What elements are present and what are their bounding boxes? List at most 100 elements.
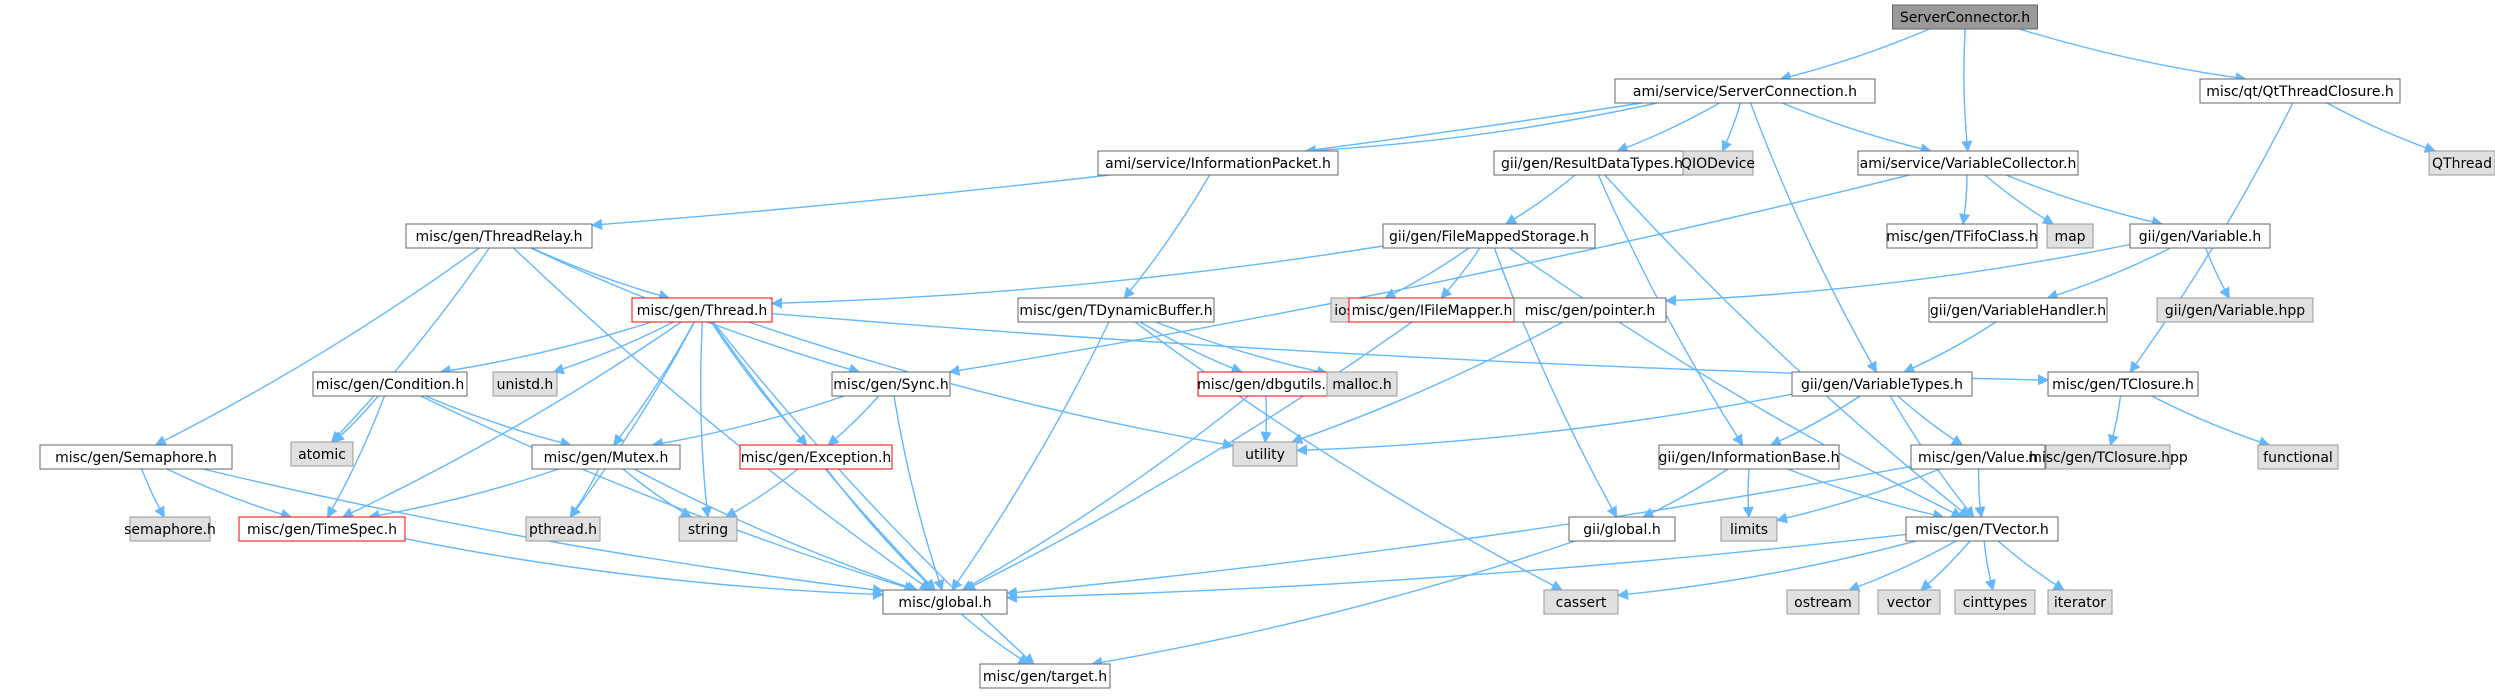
node-label: misc/gen/TClosure.hpp	[2028, 450, 2188, 466]
dependency-edge	[1961, 28, 1973, 153]
node-label: pthread.h	[529, 522, 597, 538]
graph-node-n4[interactable]: gii/gen/ResultDataTypes.h	[1493, 150, 1691, 176]
node-box	[1493, 150, 1691, 176]
graph-node-n9[interactable]: gii/gen/FileMappedStorage.h	[1382, 223, 1596, 249]
graph-node-n10[interactable]: misc/gen/TFifoClass.h	[1886, 223, 2038, 249]
dependency-edge	[332, 395, 379, 443]
dependency-edge	[1440, 247, 1481, 299]
dependency-edge	[951, 321, 1110, 591]
dependency-edge	[1291, 321, 1564, 444]
graph-node-n0[interactable]: ServerConnector.h	[1892, 4, 2038, 30]
dependency-edge	[154, 247, 480, 446]
dependency-edge	[1779, 28, 1930, 82]
node-label: gii/gen/InformationBase.h	[1659, 450, 1840, 466]
node-box	[1786, 589, 1860, 615]
graph-node-n32[interactable]: gii/gen/InformationBase.h	[1658, 444, 1840, 470]
dependency-edge	[1508, 247, 1963, 518]
dependency-edge	[961, 395, 1249, 591]
graph-node-n26[interactable]: misc/gen/TClosure.h	[2047, 371, 2199, 397]
graph-node-n48: iterator	[2047, 589, 2113, 615]
graph-node-n44: cassert	[1543, 589, 1619, 615]
dependency-edge	[531, 247, 671, 301]
dependency-edge	[1504, 174, 1576, 225]
graph-node-n36: semaphore.h	[124, 516, 216, 542]
graph-node-n24[interactable]: misc/gen/Sync.h	[831, 371, 951, 397]
node-box	[238, 516, 406, 542]
dependency-edge	[2151, 395, 2271, 448]
dependency-edge	[2205, 247, 2230, 299]
node-box	[1791, 371, 1973, 397]
graph-node-n20[interactable]: misc/gen/Condition.h	[312, 371, 468, 397]
node-label: misc/gen/TClosure.h	[2052, 377, 2194, 393]
graph-node-n39: string	[678, 516, 738, 542]
graph-node-n30[interactable]: misc/gen/Exception.h	[739, 444, 893, 470]
graph-node-n6[interactable]: ami/service/VariableCollector.h	[1857, 150, 2079, 176]
node-label: atomic	[298, 447, 346, 463]
dependency-edge	[2326, 102, 2437, 153]
dependency-edge	[513, 247, 932, 591]
node-label: semaphore.h	[124, 522, 216, 538]
dependency-edge	[725, 468, 799, 518]
graph-node-n2[interactable]: misc/qt/QtThreadClosure.h	[2199, 78, 2401, 104]
node-box	[2129, 223, 2271, 249]
graph-node-n21: unistd.h	[492, 371, 558, 397]
node-box	[831, 371, 951, 397]
dependency-edge	[166, 468, 293, 520]
node-box	[2047, 371, 2199, 397]
graph-node-n25[interactable]: gii/gen/VariableTypes.h	[1791, 371, 1973, 397]
graph-node-n41[interactable]: gii/global.h	[1568, 516, 1676, 542]
dependency-edge	[2107, 395, 2122, 447]
dependency-edge	[1304, 102, 1658, 157]
node-label: ServerConnector.h	[1900, 10, 2030, 26]
dependency-edge	[712, 321, 1035, 665]
graph-node-n17[interactable]: misc/gen/pointer.h	[1513, 297, 1667, 323]
graph-node-n42[interactable]: misc/gen/TVector.h	[1905, 516, 2059, 542]
node-box	[1886, 223, 2038, 249]
node-label: gii/gen/VariableHandler.h	[1930, 303, 2106, 319]
dependency-edge	[1155, 321, 1329, 377]
graph-node-n12[interactable]: gii/gen/Variable.h	[2129, 223, 2271, 249]
edges-layer	[141, 28, 2437, 668]
graph-node-n47: cinttypes	[1954, 589, 2036, 615]
graph-node-n28[interactable]: misc/gen/Semaphore.h	[39, 444, 233, 470]
node-box	[739, 444, 893, 470]
dependency-edge	[1604, 174, 1971, 518]
graph-node-n43[interactable]: misc/global.h	[882, 589, 1008, 615]
graph-node-n13[interactable]: misc/gen/Thread.h	[631, 297, 773, 323]
graph-node-n1[interactable]: ami/service/ServerConnection.h	[1614, 78, 1876, 104]
node-box	[525, 516, 601, 542]
node-label: functional	[2263, 450, 2333, 466]
dependency-edge	[1974, 468, 1986, 519]
graph-node-n33[interactable]: misc/gen/Value.h	[1910, 444, 2046, 470]
node-box	[1097, 150, 1339, 176]
graph-node-n29[interactable]: misc/gen/Mutex.h	[531, 444, 681, 470]
graph-node-n27: atomic	[290, 441, 354, 467]
graph-node-n16[interactable]: misc/gen/IFileMapper.h	[1348, 297, 1516, 323]
graph-node-n8[interactable]: misc/gen/ThreadRelay.h	[405, 223, 593, 249]
dependency-edge	[1749, 102, 1878, 373]
graph-node-n37[interactable]: misc/gen/TimeSpec.h	[238, 516, 406, 542]
graph-node-n46: vector	[1877, 589, 1941, 615]
node-label: cinttypes	[1963, 595, 2028, 611]
graph-node-n31: utility	[1232, 441, 1298, 467]
node-label: misc/gen/IFileMapper.h	[1352, 303, 1513, 319]
graph-node-n3[interactable]: ami/service/InformationPacket.h	[1097, 150, 1339, 176]
node-label: iterator	[2054, 595, 2106, 611]
dependency-edge	[552, 321, 674, 375]
dependency-edge	[439, 321, 652, 376]
dependency-edge	[827, 395, 880, 446]
graph-node-n18[interactable]: gii/gen/VariableHandler.h	[1928, 297, 2108, 323]
node-label: misc/gen/Condition.h	[316, 377, 464, 393]
node-label: ostream	[1794, 595, 1852, 611]
dependency-edge	[141, 468, 165, 518]
graph-node-n49[interactable]: misc/gen/target.h	[979, 663, 1111, 689]
node-box	[1857, 150, 2079, 176]
graph-node-n14[interactable]: misc/gen/TDynamicBuffer.h	[1017, 297, 1215, 323]
graph-node-n22[interactable]: misc/gen/dbgutils.h	[1197, 371, 1335, 397]
dependency-edge	[2046, 247, 2171, 301]
dependency-edge	[1984, 174, 2055, 225]
node-box	[1614, 78, 1876, 104]
node-label: misc/gen/pointer.h	[1525, 303, 1655, 319]
dependency-edge	[893, 395, 945, 592]
